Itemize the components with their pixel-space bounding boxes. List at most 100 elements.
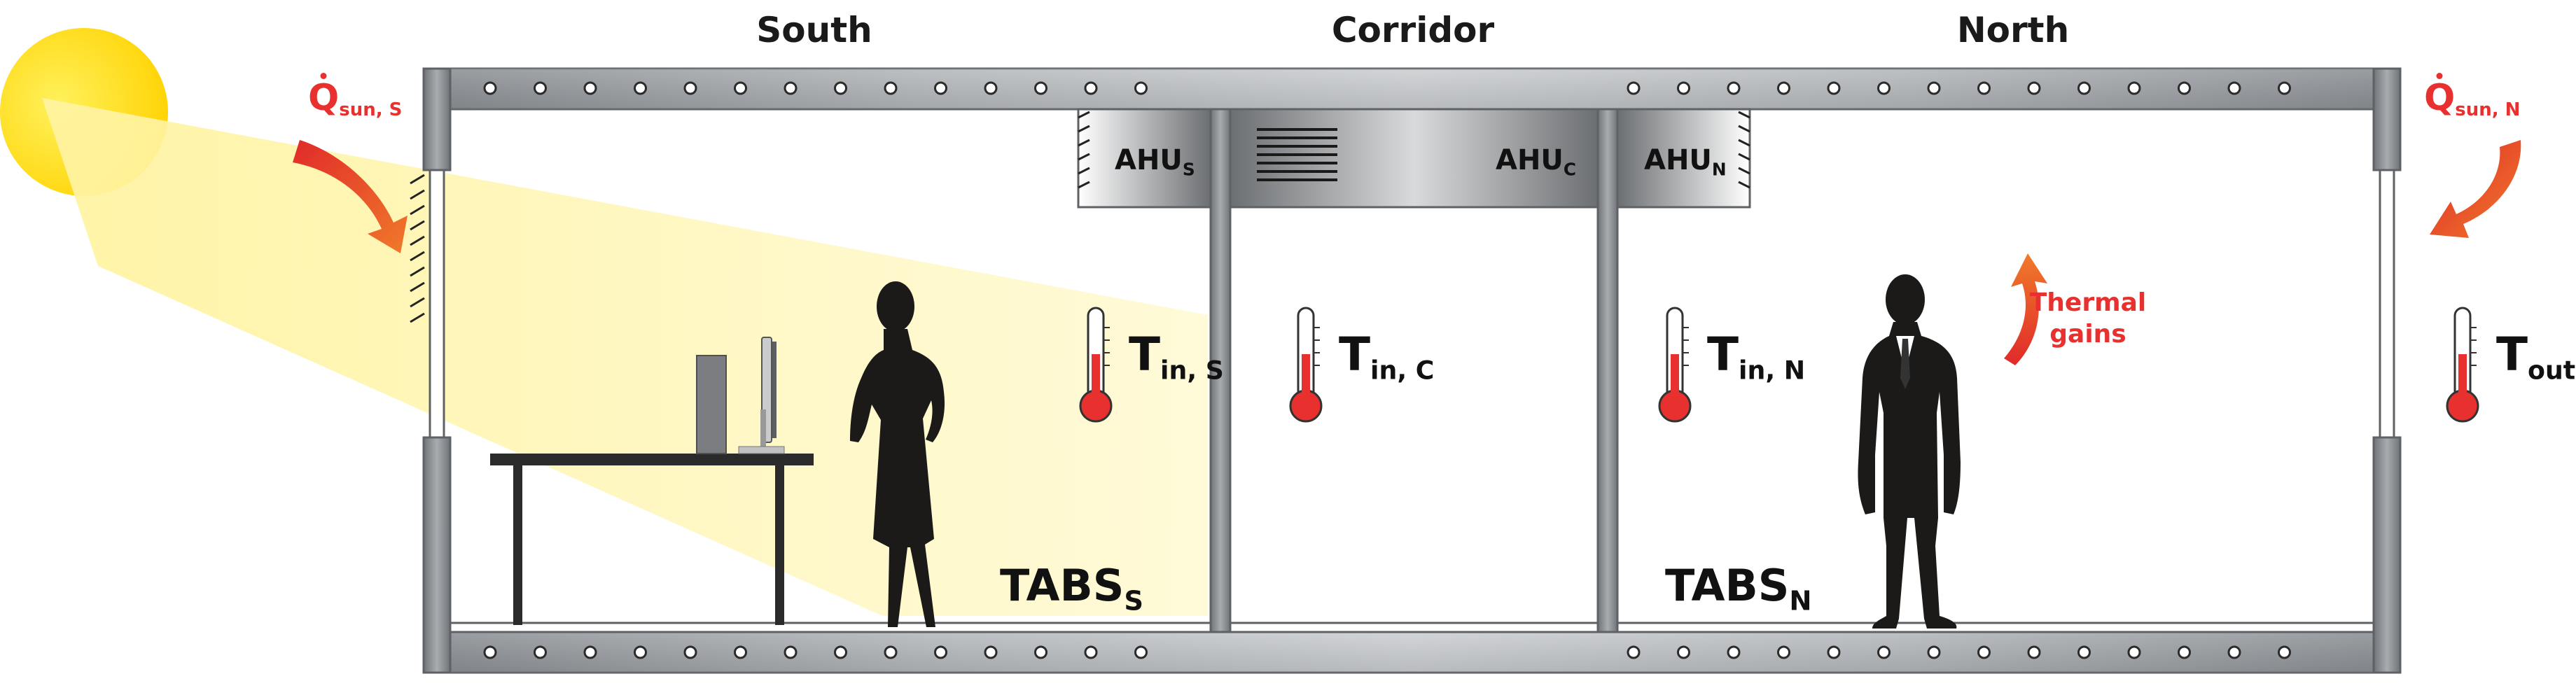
bolt-icon [984,81,998,95]
roof-slab [422,67,2402,111]
thermometer-icon [1658,307,1692,423]
bolt-icon [2077,645,2091,659]
bolt-icon [1677,81,1690,95]
bolt-icon [2178,645,2191,659]
woman-silhouette-icon [850,281,945,627]
bolt-icon [634,81,647,95]
ahu-north-label: AHUN [1644,144,1727,180]
bolt-icon [1134,81,1148,95]
bolt-icon [834,645,847,659]
bolt-icon [884,645,898,659]
temperature-north-label: Tin, N [1707,328,1806,386]
zone-header-corridor: Corridor [1331,10,1495,50]
bolt-icon [683,81,697,95]
bolt-icon [634,645,647,659]
thermometer-icon [2446,307,2479,423]
bolt-icon [1777,645,1790,659]
bolt-icon [1927,645,1941,659]
bolt-icon [1777,81,1790,95]
ahu-south-unit [1077,108,1212,209]
thermometer-icon [1079,307,1113,423]
bolt-icon [1727,645,1741,659]
bolt-icon [734,81,747,95]
bolt-icon [1627,81,1641,95]
thermometer-part [1092,354,1100,403]
bolt-icon [784,645,798,659]
roof-bolts-north [1627,81,2291,95]
solar-gain-north-label: Qsun, N [2424,77,2521,120]
north-exterior-wall [2372,67,2402,674]
bolt-icon [934,645,947,659]
bolt-icon [2178,81,2191,95]
thermometer-part [1671,354,1679,403]
zone-header-north: North [1956,10,2070,50]
floor-slab [422,622,2402,674]
solar-gain-south-label: Qsun, S [308,77,403,120]
ahu-corridor-unit [1229,108,1599,209]
bolt-icon [984,645,998,659]
tabs-north-label: TABSN [1665,560,1812,617]
bolt-icon [884,81,898,95]
bolt-icon [1627,645,1641,659]
bolt-icon [2027,81,2041,95]
bolt-icon [1727,81,1741,95]
thermometer-part [2458,354,2467,403]
bolt-icon [934,81,947,95]
thermal-gains-arrow-icon [2004,253,2047,365]
bolt-icon [734,645,747,659]
bolt-icon [583,81,597,95]
solar-arrow-south-icon [293,140,408,253]
bolt-icon [1977,645,1991,659]
bolt-icon [1034,81,1047,95]
thermometer-icon [1289,307,1323,423]
zone-header-south: South [756,10,872,50]
bolt-icon [2278,81,2291,95]
south-shading-blinds [410,174,425,323]
bolt-icon [1134,645,1148,659]
bolt-icon [1084,645,1098,659]
bolt-icon [1677,645,1690,659]
man-silhouette-icon [1858,274,1961,629]
floor-bolts-north [1627,645,2291,659]
thermal-gains-label: Thermal gains [2029,288,2147,349]
bolt-icon [2077,81,2091,95]
south-exterior-wall [410,67,452,674]
bolt-icon [2278,645,2291,659]
roof-bolts-south [483,81,1148,95]
sunlight-beam [42,98,1208,616]
bolt-icon [683,645,697,659]
temperature-corridor-label: Tin, C [1339,328,1435,386]
solar-arrow-north-icon [2430,140,2521,238]
bolt-icon [1877,645,1891,659]
ahu-south-label: AHUS [1115,144,1195,180]
interior-wall-corridor-north [1596,108,1619,633]
computer-icon [696,337,785,454]
bolt-icon [1827,81,1841,95]
bolt-icon [1034,645,1047,659]
thermometer-part [1302,354,1310,403]
temperature-outside-label: Tout [2496,328,2576,386]
bolt-icon [2027,645,2041,659]
bolt-icon [2127,645,2141,659]
bolt-icon [1977,81,1991,95]
bolt-icon [2227,81,2241,95]
floor-bolts-south [483,645,1148,659]
bolt-icon [1827,645,1841,659]
bolt-icon [483,645,497,659]
bolt-icon [1927,81,1941,95]
bolt-icon [583,645,597,659]
bolt-icon [534,645,547,659]
temperature-south-label: Tin, S [1129,328,1224,386]
bolt-icon [784,81,798,95]
bolt-icon [1877,81,1891,95]
ahu-corridor-vent [1257,128,1337,181]
desk-icon [490,454,814,625]
bolt-icon [2127,81,2141,95]
tabs-south-label: TABSS [1000,560,1144,617]
bolt-icon [2227,645,2241,659]
bolt-icon [1084,81,1098,95]
ahu-corridor-label: AHUC [1496,144,1577,180]
interior-wall-south-corridor [1209,108,1232,633]
bolt-icon [534,81,547,95]
